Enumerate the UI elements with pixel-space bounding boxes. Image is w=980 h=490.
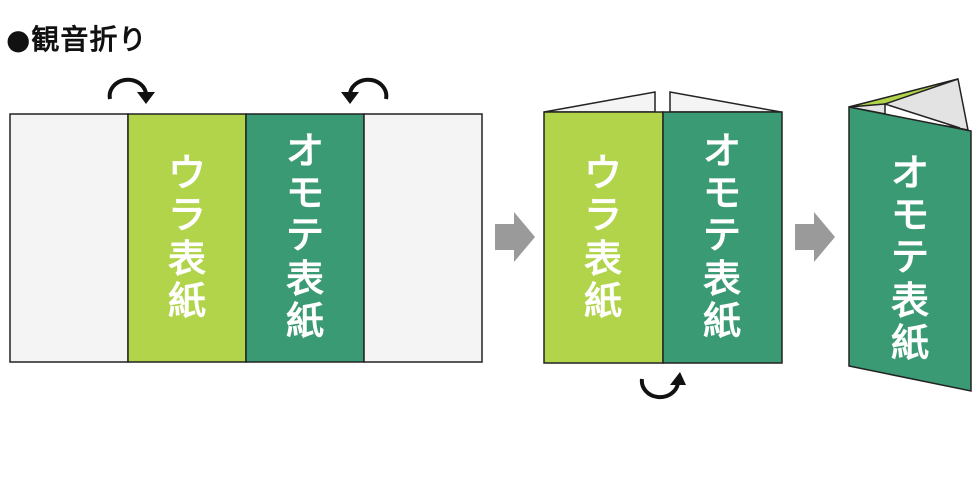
front-cover-label: オモテ表紙 bbox=[891, 151, 929, 365]
front-cover-label: オモテ表紙 bbox=[286, 129, 324, 343]
back-cover-panel bbox=[543, 111, 664, 364]
fold-under-arrow-icon bbox=[639, 372, 686, 400]
fold-right-arrow-icon bbox=[107, 77, 155, 104]
left-inner-flap bbox=[543, 91, 656, 113]
step1-flat-sheet: ウラ表紙 オモテ表紙 bbox=[9, 77, 483, 363]
back-cover-panel bbox=[127, 113, 247, 363]
back-cover-label: ウラ表紙 bbox=[168, 151, 206, 323]
right-inner-flap bbox=[669, 91, 782, 113]
front-cover-panel bbox=[848, 106, 972, 392]
step-arrow-icon bbox=[495, 212, 535, 262]
left-flap-panel bbox=[9, 113, 129, 363]
front-cover-panel bbox=[245, 113, 365, 363]
front-cover-panel bbox=[662, 111, 783, 364]
right-flap-panel bbox=[363, 113, 483, 363]
step2-half-folded: ウラ表紙 オモテ表紙 bbox=[543, 91, 783, 400]
diagram-title: ●観音折り bbox=[6, 23, 148, 56]
step-arrow-icon bbox=[795, 212, 835, 262]
fold-left-arrow-icon bbox=[341, 77, 389, 104]
step3-fully-folded: オモテ表紙 bbox=[848, 78, 972, 392]
back-cover-label: ウラ表紙 bbox=[584, 151, 622, 323]
front-cover-label: オモテ表紙 bbox=[703, 129, 741, 343]
